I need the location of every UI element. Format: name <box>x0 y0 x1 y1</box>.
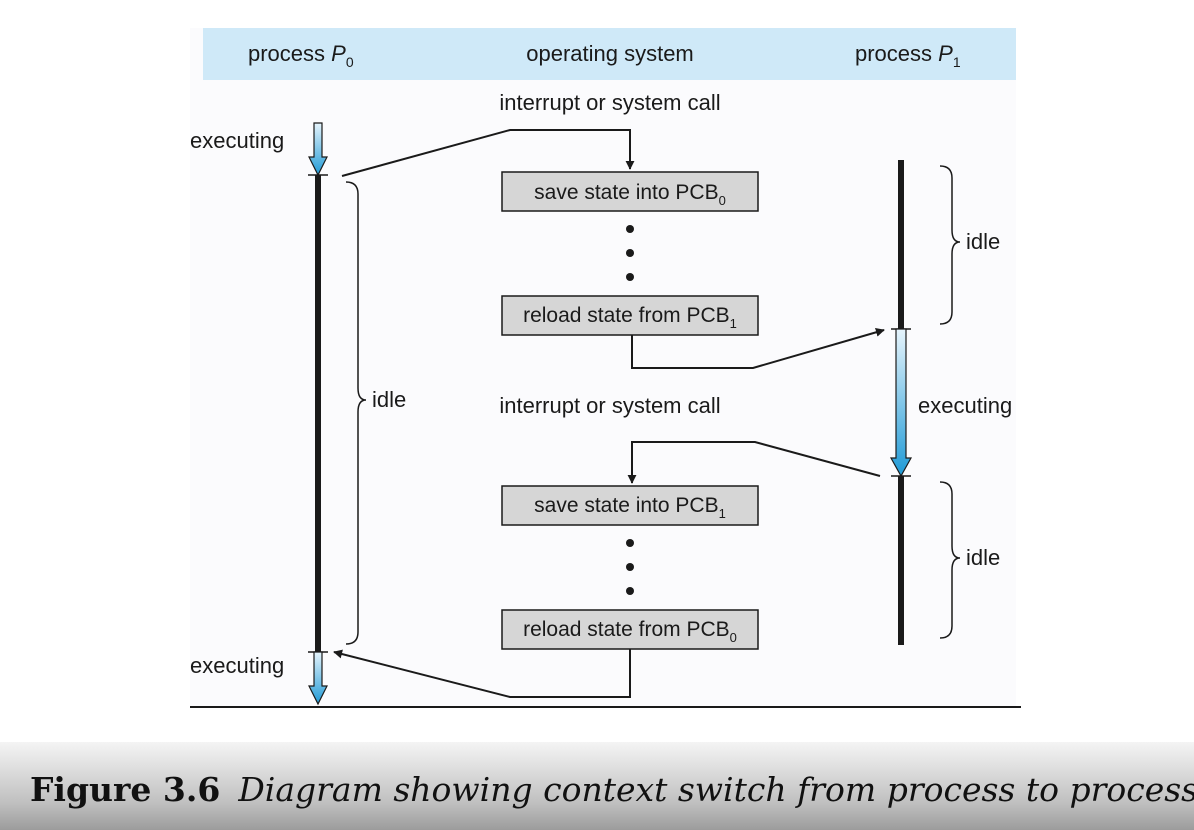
header-process-p1: process P1 <box>855 41 961 70</box>
p1-idle-label-bottom: idle <box>966 545 1000 570</box>
p0-idle-label: idle <box>372 387 406 412</box>
svg-text:reload state from PCB0: reload state from PCB0 <box>523 618 737 645</box>
header-process-p0: process P0 <box>248 41 354 70</box>
p0-timeline <box>308 122 328 706</box>
svg-text:reload state from PCB1: reload state from PCB1 <box>523 304 737 331</box>
flow-arrow-p1-to-os <box>627 441 881 484</box>
caption-bar <box>0 742 1194 830</box>
p1-executing-label: executing <box>918 393 1012 418</box>
p1-idle-label-top: idle <box>966 229 1000 254</box>
os-box-save-pcb0: save state into PCB0 <box>501 171 759 212</box>
p0-executing-arrow-top <box>308 122 328 177</box>
context-switch-diagram: process P0 operating system process P1 i… <box>190 28 1021 708</box>
diagram-area: process P0 operating system process P1 i… <box>190 28 1021 708</box>
header-band <box>203 28 1016 80</box>
interrupt-label-1: interrupt or system call <box>499 90 720 115</box>
p0-executing-label-top: executing <box>190 128 284 153</box>
os-box-save-pcb1: save state into PCB1 <box>501 485 759 526</box>
svg-text:save state into PCB1: save state into PCB1 <box>534 494 726 521</box>
p0-idle-brace <box>345 181 367 645</box>
p1-timeline <box>889 160 913 645</box>
flow-arrow-os-to-p0 <box>333 649 631 698</box>
ellipsis-dots-upper <box>626 225 634 281</box>
interrupt-label-2: interrupt or system call <box>499 393 720 418</box>
header-operating-system: operating system <box>526 41 694 66</box>
p1-executing-arrow <box>889 328 913 478</box>
diagram-background <box>190 28 1016 708</box>
p1-idle-brace-bottom <box>939 481 961 639</box>
p0-executing-label-bottom: executing <box>190 653 284 678</box>
figure-caption-text: Diagram showing context switch from proc… <box>238 770 1194 809</box>
figure-caption: Figure 3.6 Diagram showing context switch… <box>30 770 1194 809</box>
os-box-reload-pcb0: reload state from PCB0 <box>501 609 759 650</box>
flow-arrow-os-to-p1 <box>631 327 885 369</box>
os-box-reload-pcb1: reload state from PCB1 <box>501 295 759 336</box>
p1-idle-brace-top <box>939 165 961 325</box>
flow-arrow-p0-to-os <box>341 129 635 177</box>
ellipsis-dots-lower <box>626 539 634 595</box>
figure-number: Figure 3.6 <box>30 770 221 809</box>
p0-executing-arrow-bottom <box>308 651 328 706</box>
svg-text:save state into PCB0: save state into PCB0 <box>534 181 726 208</box>
